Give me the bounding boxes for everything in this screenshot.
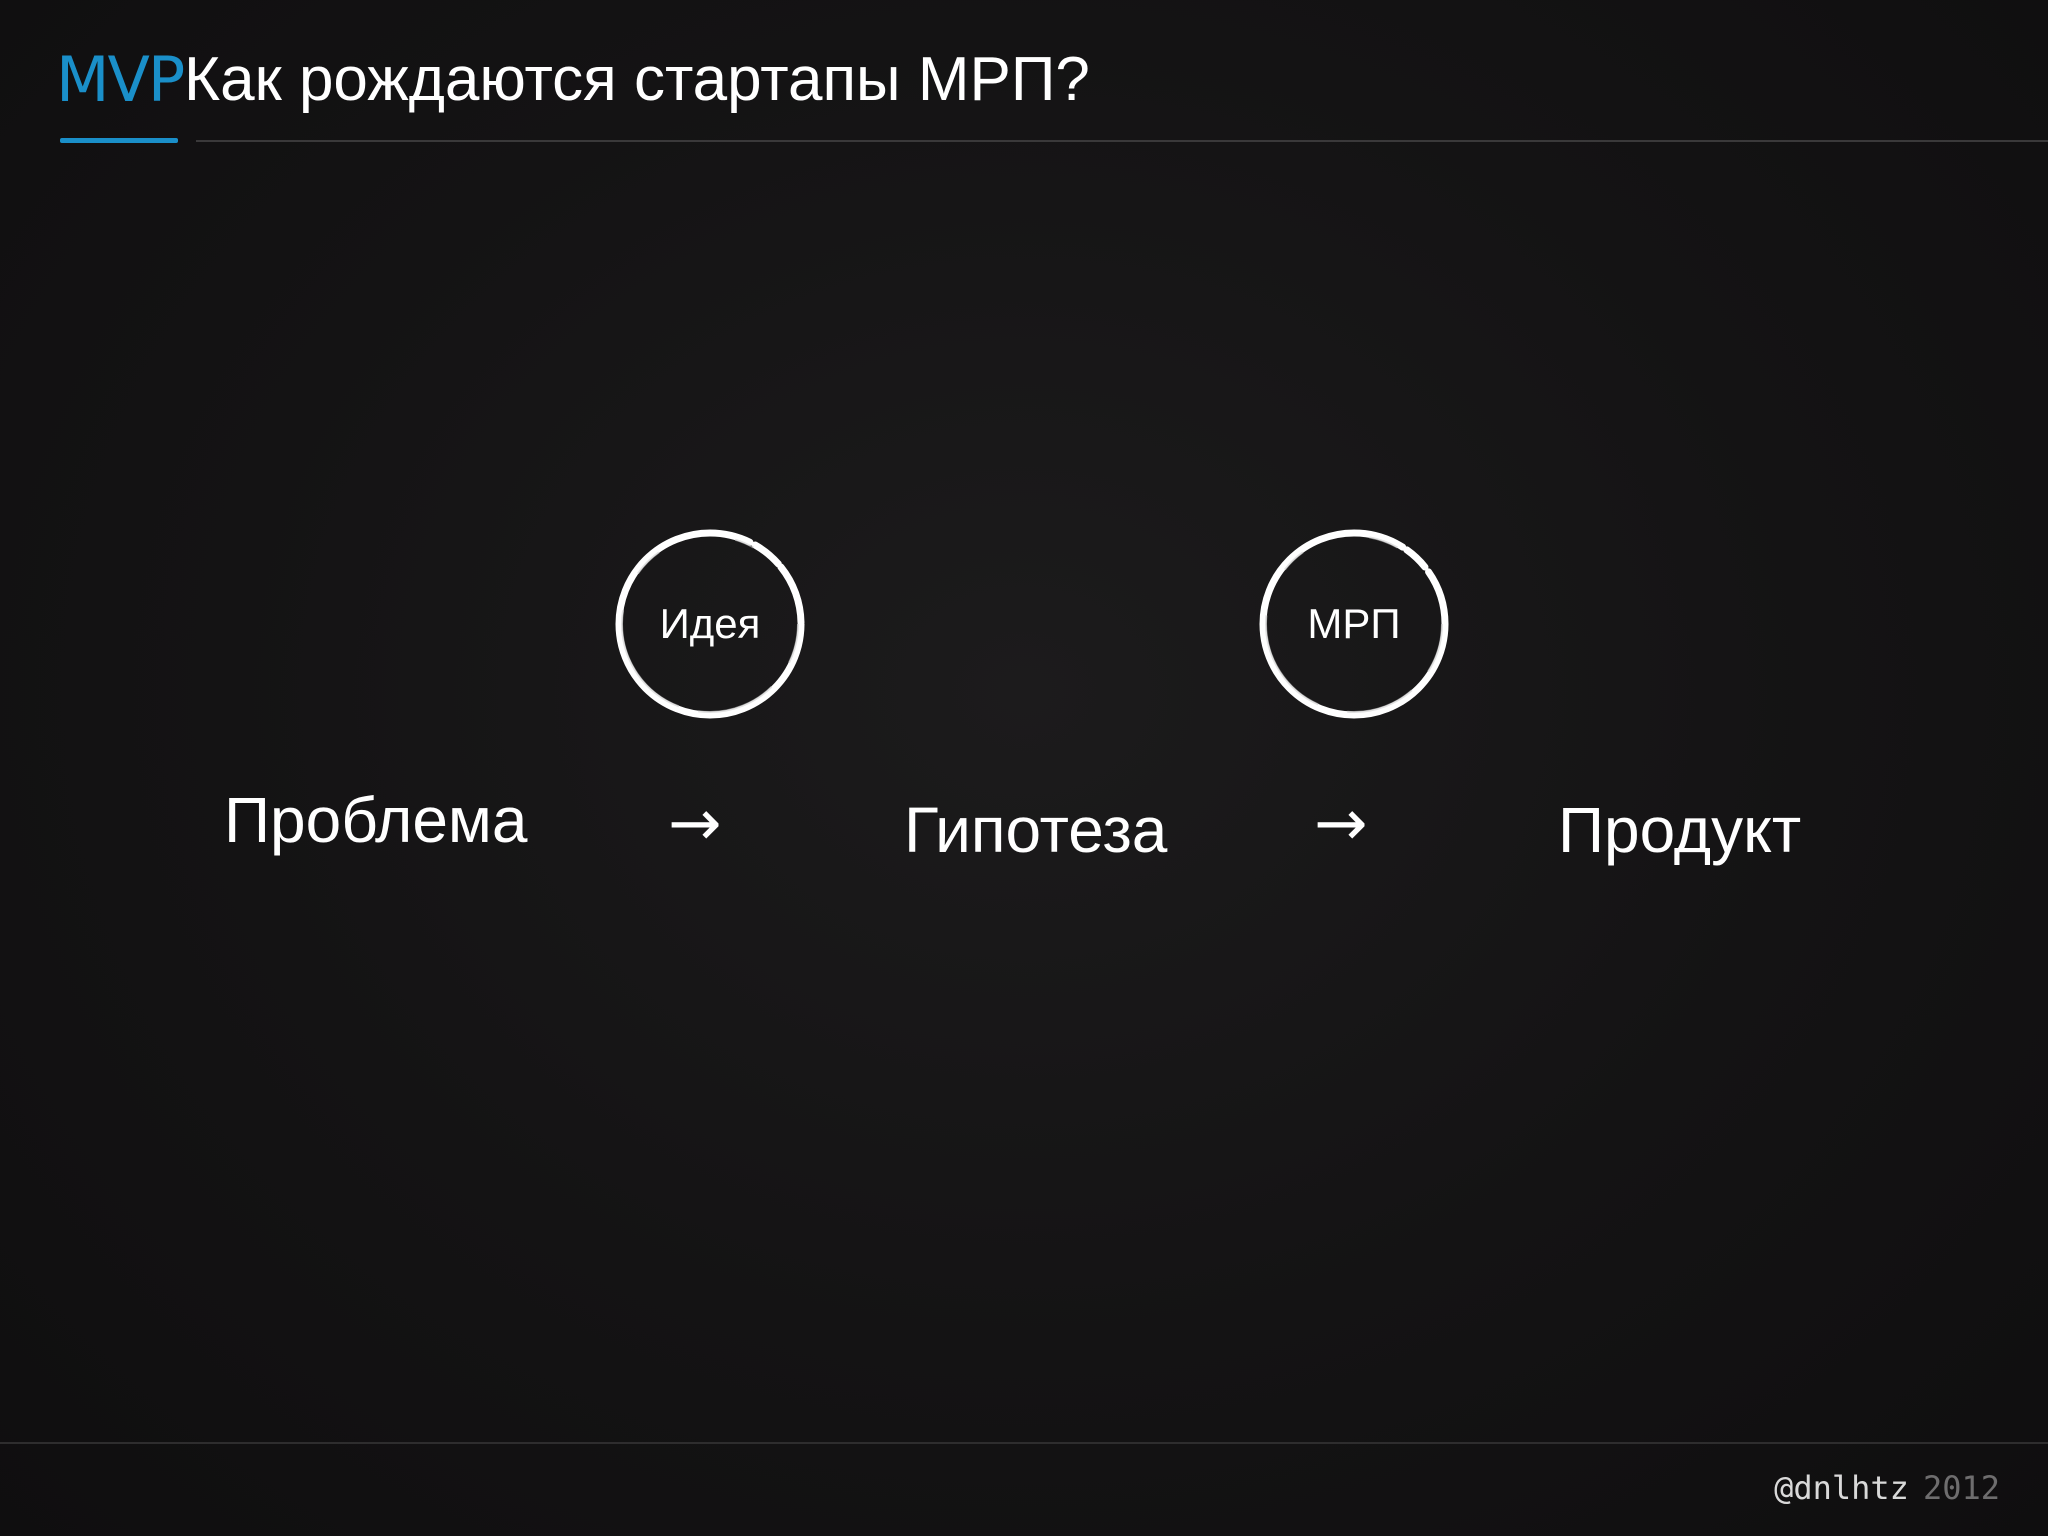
arrow-right-icon: →: [668, 787, 722, 861]
circle-ring-icon: [615, 529, 805, 719]
step-hypothesis: Гипотеза: [904, 794, 1168, 866]
step-problem: Проблема: [224, 784, 528, 856]
circle-idea: Идея: [612, 526, 808, 722]
author-handle: @dnlhtz: [1774, 1469, 1909, 1507]
footer-divider: [0, 1442, 2048, 1444]
arrow-right-icon: →: [1314, 787, 1368, 861]
footer-credit: @dnlhtz 2012: [1774, 1466, 2000, 1510]
logo: MVP: [56, 43, 185, 116]
circle-ring-icon: [1259, 529, 1449, 719]
circle-mrp: МРП: [1256, 526, 1452, 722]
slide-title: Как рождаются стартапы МРП?: [184, 45, 1090, 114]
footer-year: 2012: [1922, 1469, 2000, 1507]
step-product: Продукт: [1558, 794, 1802, 866]
circle-label: Идея: [659, 600, 761, 647]
circle-label: МРП: [1307, 600, 1401, 647]
slide-header: MVP Как рождаются стартапы МРП?: [0, 0, 2048, 150]
logo-underline: [60, 138, 178, 143]
header-divider: [196, 140, 2048, 142]
